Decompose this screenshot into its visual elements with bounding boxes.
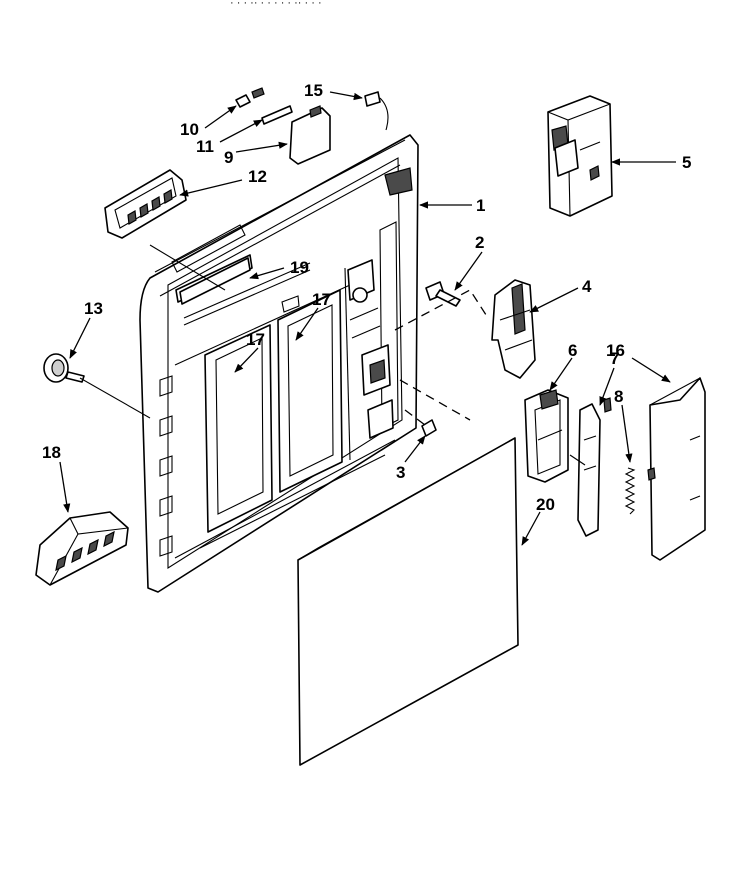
hinge-cover [35, 511, 129, 586]
callout-16: 16 [606, 341, 625, 360]
callout-13: 13 [84, 299, 103, 318]
callout-4: 4 [582, 277, 592, 296]
vent-bracket [104, 169, 187, 239]
callout-20: 20 [536, 495, 555, 514]
callout-10: 10 [180, 120, 199, 139]
handle-trim-strip [179, 257, 251, 305]
spring [624, 467, 636, 515]
callout-3: 3 [396, 463, 405, 482]
callout-6: 6 [568, 341, 577, 360]
latch-bracket [524, 389, 569, 483]
side-panel [647, 377, 706, 561]
callout-11: 11 [196, 137, 214, 156]
callout-8: 8 [614, 387, 623, 406]
callout-12: 12 [248, 167, 267, 186]
outer-door-panel [297, 437, 519, 766]
callout-5: 5 [682, 153, 691, 172]
header-fragment: · · · ·· · · · · · ·· · · · [230, 0, 322, 9]
callout-15: 15 [304, 81, 323, 100]
callout-17-left: 17 [246, 330, 265, 349]
callout-17-right: 17 [312, 290, 331, 309]
switch-lever [569, 397, 612, 537]
callout-7: 7 [610, 349, 619, 368]
callout-labels: 1 2 3 4 5 6 7 8 9 10 11 12 13 15 16 17 1… [42, 81, 691, 514]
callout-18: 18 [42, 443, 61, 462]
callout-19: 19 [290, 258, 309, 277]
knob [43, 353, 85, 383]
dispenser-module [547, 95, 613, 217]
top-screw [364, 91, 389, 131]
cover-plate [289, 105, 331, 165]
callout-2: 2 [475, 233, 484, 252]
alignment-lines [79, 244, 489, 426]
bumper [421, 419, 437, 437]
leader-lines [59, 91, 676, 546]
callout-9: 9 [224, 148, 233, 167]
latch-assembly [491, 279, 536, 379]
latch-pin [425, 281, 461, 307]
callout-1: 1 [476, 196, 485, 215]
clip-and-screw [235, 87, 293, 125]
